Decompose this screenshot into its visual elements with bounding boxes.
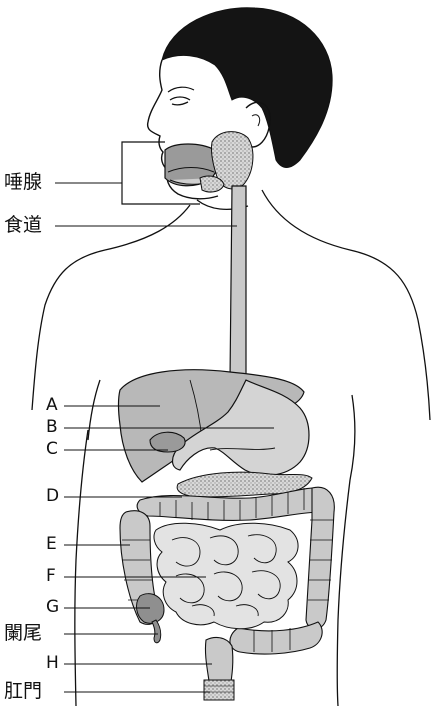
gallbladder (150, 432, 185, 452)
label-d: D (46, 488, 59, 505)
label-h: H (46, 655, 59, 672)
label-a: A (46, 397, 58, 414)
label-f: F (46, 568, 56, 585)
label-appendix: 闌尾 (4, 624, 42, 643)
anus (204, 680, 234, 700)
label-anus: 肛門 (4, 682, 42, 701)
appendix (152, 620, 161, 643)
label-salivary-gland: 唾腺 (4, 173, 42, 192)
label-g: G (46, 599, 59, 616)
label-b: B (46, 419, 58, 436)
eye-icon (170, 97, 190, 105)
label-esophagus: 食道 (4, 216, 42, 235)
label-c: C (46, 441, 58, 458)
esophagus (230, 186, 246, 380)
label-e: E (46, 536, 57, 553)
